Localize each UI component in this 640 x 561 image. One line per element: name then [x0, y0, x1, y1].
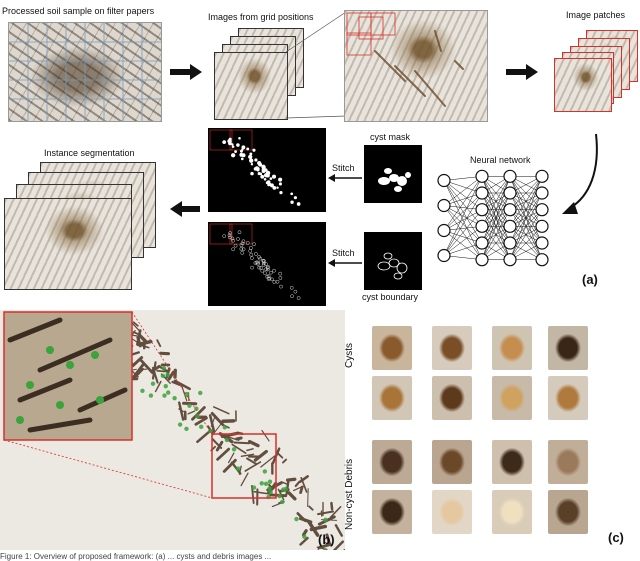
stitch-label-bottom: Stitch: [332, 248, 355, 258]
cyst-thumbnail: [548, 376, 588, 420]
instance-card-front: [4, 198, 132, 290]
cyst-thumbnail: [432, 376, 472, 420]
nn-node: [536, 170, 548, 182]
cyst-boundary-outlines: [364, 232, 422, 290]
debris-thumbnail: [492, 490, 532, 534]
panel-b-debris: [0, 310, 345, 550]
cyst-thumbnail: [372, 326, 412, 370]
stitched-mask-dots: [208, 128, 326, 212]
panel-c-label: (c): [608, 530, 624, 545]
nn-node: [504, 237, 516, 249]
nn-node: [438, 175, 450, 187]
nn-node: [536, 204, 548, 216]
row-label-cysts: Cysts: [344, 343, 355, 368]
arrow-left-icon: [328, 174, 362, 182]
debris-thumbnail: [548, 490, 588, 534]
panel-b-label: (b): [318, 532, 335, 547]
nn-node: [476, 170, 488, 182]
panel-a-label: (a): [582, 272, 598, 287]
grid-stack-card-front: [214, 52, 288, 120]
debris-thumbnail: [492, 440, 532, 484]
zoom-lines: [280, 10, 350, 120]
cyst-thumbnail: [372, 376, 412, 420]
cyst-mask-patch: [364, 145, 422, 203]
curved-arrow-icon: [556, 130, 606, 220]
neural-network-diagram: [432, 164, 556, 272]
stitch-label-top: Stitch: [332, 163, 355, 173]
nn-node: [476, 237, 488, 249]
soil-sample-image: [8, 22, 162, 122]
nn-node: [438, 225, 450, 237]
arrow-right-icon: [506, 62, 540, 82]
nn-node: [536, 220, 548, 232]
arrow-right-icon: [170, 62, 204, 82]
nn-node: [504, 187, 516, 199]
arrow-left-icon: [328, 259, 362, 267]
nn-node: [536, 187, 548, 199]
cyst-boundary-caption: cyst boundary: [362, 292, 418, 302]
nn-node: [536, 237, 548, 249]
instance-caption: Instance segmentation: [44, 148, 135, 158]
panel-b-image: [0, 310, 345, 550]
nn-node: [438, 250, 450, 262]
row-label-debris: Non-cyst Debris: [344, 459, 355, 530]
debris-thumbnail: [432, 490, 472, 534]
patch-boxes: [345, 11, 487, 121]
nn-node: [476, 220, 488, 232]
nn-node: [504, 170, 516, 182]
grid-image-enlarged: [344, 10, 488, 122]
filter-paper-grid: [9, 23, 161, 121]
nn-node: [438, 200, 450, 212]
cyst-thumbnail: [492, 376, 532, 420]
nn-node: [476, 187, 488, 199]
stitched-boundary-dots: [208, 222, 326, 306]
debris-thumbnail: [548, 440, 588, 484]
debris-thumbnail: [372, 440, 412, 484]
nn-node: [476, 254, 488, 266]
patch-card-front: [554, 58, 612, 112]
nn-node: [504, 220, 516, 232]
stitched-boundary-image: [208, 222, 326, 306]
nn-node: [504, 254, 516, 266]
nn-node: [476, 204, 488, 216]
stitched-mask-image: [208, 128, 326, 212]
debris-thumbnail: [432, 440, 472, 484]
cyst-mask-blobs: [364, 145, 422, 203]
debris-thumbnail: [372, 490, 412, 534]
cyst-thumbnail: [548, 326, 588, 370]
cyst-thumbnail: [432, 326, 472, 370]
nn-node: [536, 254, 548, 266]
soil-sample-caption: Processed soil sample on filter papers: [2, 6, 154, 16]
patches-caption: Image patches: [566, 10, 625, 20]
cyst-mask-caption: cyst mask: [370, 132, 410, 142]
cyst-boundary-patch: [364, 232, 422, 290]
cyst-thumbnail: [492, 326, 532, 370]
nn-node: [504, 204, 516, 216]
arrow-left-icon: [170, 200, 200, 218]
